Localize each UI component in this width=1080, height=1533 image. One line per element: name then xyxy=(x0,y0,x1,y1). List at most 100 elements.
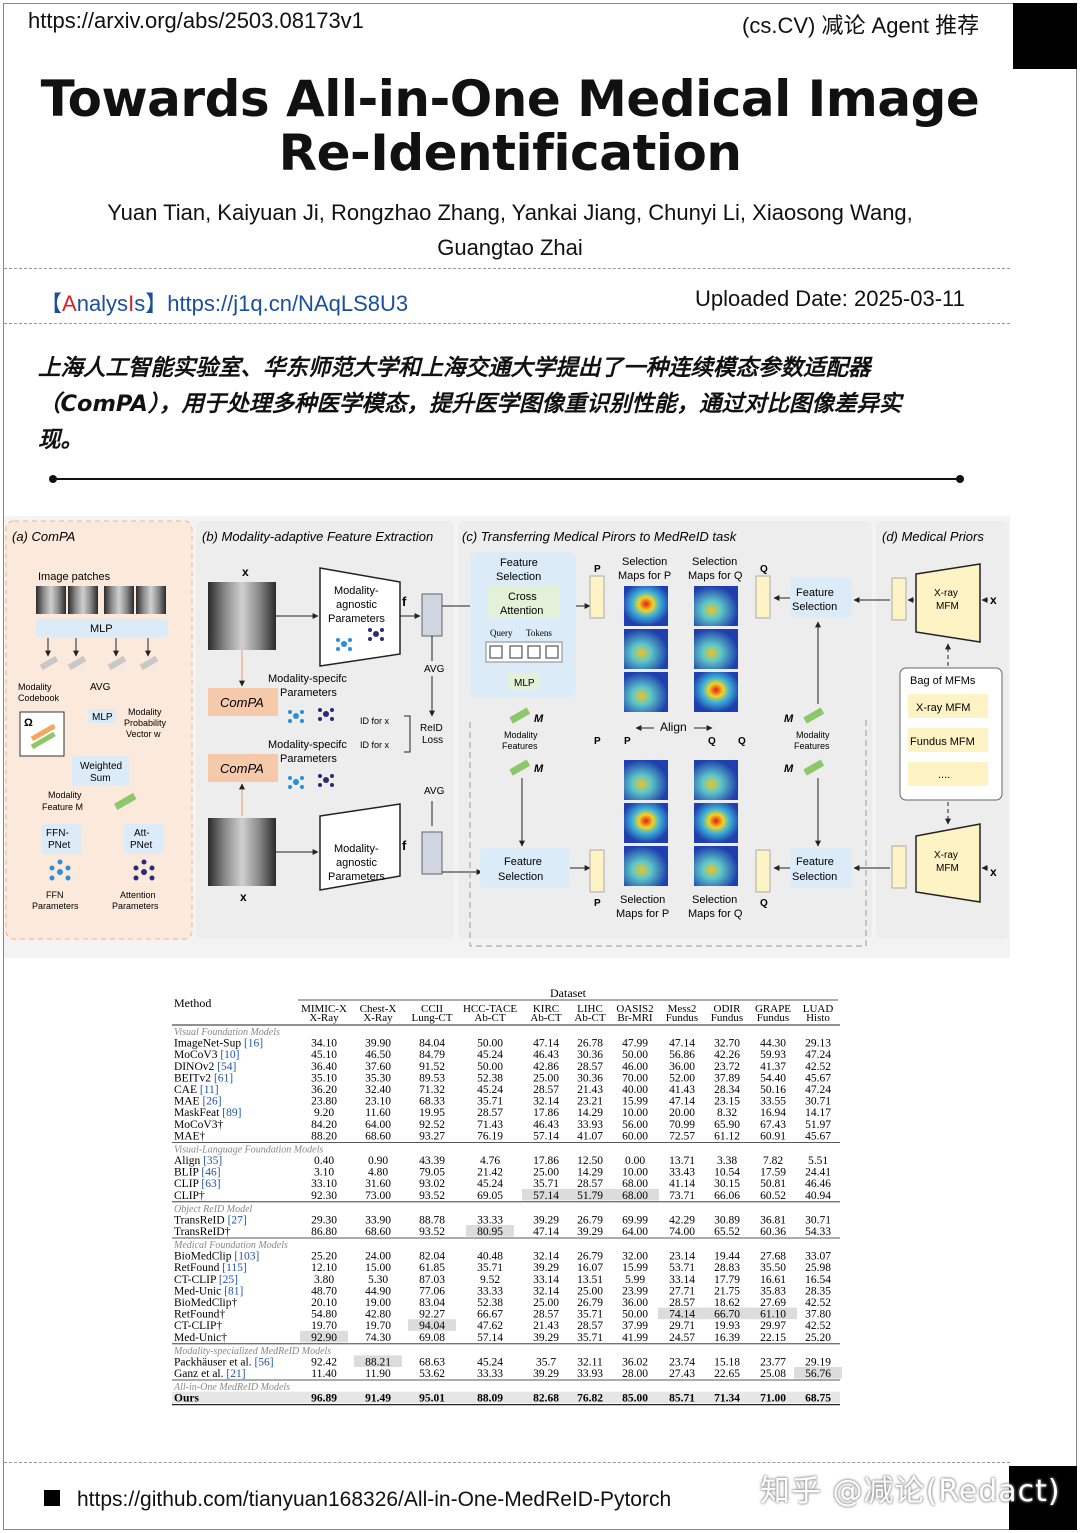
table-cell: 30.71 xyxy=(805,1214,831,1226)
table-cell: 11.60 xyxy=(365,1107,391,1119)
table-cell: 96.89 xyxy=(311,1393,337,1405)
omega-symbol: Ω xyxy=(24,717,33,729)
table-cell: 36.81 xyxy=(760,1214,786,1226)
cross-attention-2: Attention xyxy=(500,605,543,617)
column-subheader: Fundus xyxy=(711,1012,743,1024)
analysis-url[interactable]: https://j1q.cn/NAqLS8U3 xyxy=(167,291,409,316)
table-cell: 27.71 xyxy=(669,1285,695,1297)
feature-selection-right-bottom xyxy=(790,848,852,888)
query-label: Query xyxy=(490,628,513,638)
table-cell: 42.29 xyxy=(669,1214,695,1226)
qj-tokens xyxy=(755,849,771,893)
modality-feature-2: Feature M xyxy=(42,802,83,812)
column-header: Chest-X xyxy=(360,1003,397,1015)
column-subheader: Ab-CT xyxy=(574,1012,605,1024)
table-row-method: MoCoV3 [10] xyxy=(174,1049,240,1061)
table-row-method: BioMedClip [103] xyxy=(174,1251,259,1263)
upload-date: Uploaded Date: 2025-03-11 xyxy=(695,286,965,311)
heatmaps-bottom xyxy=(624,760,738,886)
table-cell: 27.68 xyxy=(760,1251,786,1263)
table-row-method: TransReID† xyxy=(174,1226,231,1238)
table-cell: 37.80 xyxy=(805,1309,831,1321)
table-cell: 28.83 xyxy=(714,1262,740,1274)
column-subheader: Fundus xyxy=(757,1012,789,1024)
table-cell: 23.72 xyxy=(714,1061,740,1073)
table-cell: 42.86 xyxy=(533,1061,559,1073)
table-cell: 14.29 xyxy=(577,1167,603,1179)
table-cell: 83.04 xyxy=(419,1297,445,1309)
ffn-pnet-2: PNet xyxy=(48,840,70,851)
table-cell: 52.00 xyxy=(669,1072,695,1084)
table-cell: 46.43 xyxy=(533,1049,559,1061)
table-cell: 33.07 xyxy=(805,1251,831,1263)
table-cell: 17.59 xyxy=(760,1167,786,1179)
table-cell: 28.57 xyxy=(577,1178,603,1190)
table-cell: 3.38 xyxy=(717,1155,737,1167)
table-cell: 29.19 xyxy=(805,1356,831,1368)
highlight-cell xyxy=(522,1188,570,1201)
mfm-top-1: X-ray xyxy=(934,588,958,599)
table-cell: 47.14 xyxy=(533,1038,559,1050)
highlight-cell xyxy=(703,1307,751,1320)
github-link[interactable]: https://github.com/tianyuan168326/All-in… xyxy=(77,1488,672,1511)
table-cell: 39.90 xyxy=(365,1038,391,1050)
table-cell: 14.17 xyxy=(805,1107,831,1119)
title-line-2: Re-Identification xyxy=(278,124,742,182)
table-cell: 69.99 xyxy=(622,1214,648,1226)
highlight-row xyxy=(172,1391,840,1404)
bag-item-more xyxy=(908,762,988,786)
table-cell: 11.90 xyxy=(365,1368,391,1380)
column-subheader: Lung-CT xyxy=(412,1012,453,1024)
agnostic-bot-2: agnostic xyxy=(336,857,377,869)
table-cell: 91.49 xyxy=(365,1393,391,1405)
table-cell: 23.77 xyxy=(760,1356,786,1368)
table-cell: 42.26 xyxy=(714,1049,740,1061)
table-cell: 21.43 xyxy=(577,1084,603,1096)
analysis-part-1: nalys xyxy=(76,291,129,316)
table-cell: 73.00 xyxy=(365,1190,391,1202)
mj-label-right: M xyxy=(784,763,794,775)
table-cell: 36.40 xyxy=(311,1061,337,1073)
qi-n-label: Q xyxy=(708,736,716,747)
table-cell: 14.29 xyxy=(577,1107,603,1119)
table-cell: 73.71 xyxy=(669,1190,695,1202)
highlight-cell xyxy=(354,1355,402,1367)
table-cell: 61.10 xyxy=(760,1309,786,1321)
table-row-method: Packhäuser et al. [56] xyxy=(174,1356,274,1368)
fs-top-1: Feature xyxy=(500,557,538,569)
column-subheader: X-Ray xyxy=(309,1012,339,1024)
highlight-cell xyxy=(408,1319,456,1331)
dataset-header: Dataset xyxy=(550,986,587,1000)
table-cell: 44.90 xyxy=(365,1285,391,1297)
fs-bot-1: Feature xyxy=(504,856,542,868)
table-cell: 41.43 xyxy=(669,1084,695,1096)
table-cell: 64.00 xyxy=(365,1119,391,1131)
summary-text: 上海人工智能实验室、华东师范大学和上海交通大学提出了一种连续模态参数适配器 （C… xyxy=(38,350,998,458)
table-cell: 37.89 xyxy=(714,1072,740,1084)
table-cell: 47.62 xyxy=(477,1320,503,1332)
table-cell: 28.57 xyxy=(577,1061,603,1073)
analysis-link[interactable]: 【AnalysIs】https://j1q.cn/NAqLS8U3 xyxy=(40,286,408,318)
table-cell: 29.13 xyxy=(805,1038,831,1050)
table-cell: 40.94 xyxy=(805,1190,831,1202)
table-cell: 33.14 xyxy=(669,1274,695,1286)
table-cell: 32.14 xyxy=(533,1096,559,1108)
table-cell: 45.24 xyxy=(477,1084,503,1096)
table-cell: 30.36 xyxy=(577,1072,603,1084)
table-cell: 33.33 xyxy=(477,1285,503,1297)
table-cell: 45.24 xyxy=(477,1178,503,1190)
arxiv-url[interactable]: https://arxiv.org/abs/2503.08173v1 xyxy=(28,8,364,33)
table-row-method: TransReID [27] xyxy=(174,1214,247,1226)
table-cell: 57.14 xyxy=(533,1130,559,1142)
bag-item-2: Fundus MFM xyxy=(910,736,975,748)
table-cell: 37.60 xyxy=(365,1061,391,1073)
image-patches-label: Image patches xyxy=(38,571,111,583)
table-cell: 32.11 xyxy=(577,1356,603,1368)
table-cell: 67.43 xyxy=(760,1119,786,1131)
feature-fj xyxy=(421,831,443,875)
table-cell: 25.00 xyxy=(533,1167,559,1179)
table-cell: 25.00 xyxy=(533,1297,559,1309)
table-cell: 25.98 xyxy=(805,1262,831,1274)
table-cell: 92.52 xyxy=(419,1119,445,1131)
table-cell: 43.39 xyxy=(419,1155,445,1167)
